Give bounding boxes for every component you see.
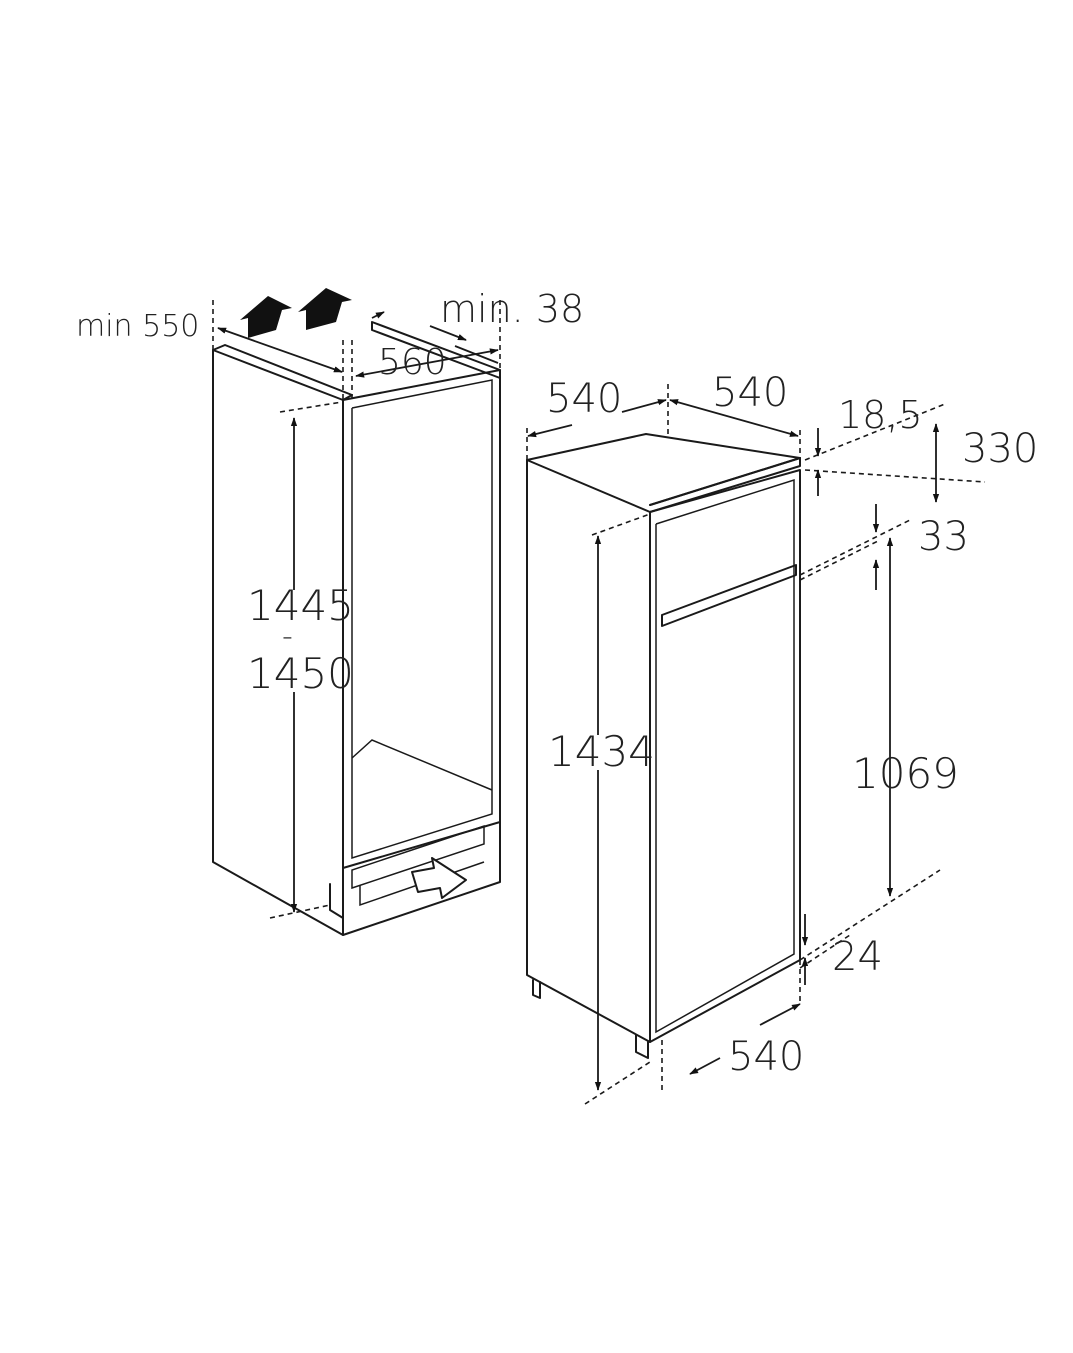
gap-label: 33 — [918, 514, 969, 560]
niche-vent-gap-label: min. 38 — [440, 287, 584, 331]
niche-depth-min-label: min 550 — [76, 309, 199, 344]
appliance-labels: 540 540 18,5 330 33 1069 1434 24 540 — [546, 370, 1038, 1080]
niche-width-label: 560 — [378, 342, 447, 383]
plinth-label: 24 — [832, 934, 883, 980]
niche-height-separator: - — [282, 619, 293, 654]
door-width-label: 540 — [728, 1034, 804, 1080]
lower-door-label: 1069 — [852, 749, 959, 798]
niche-height-label-2: 1450 — [247, 649, 354, 698]
appliance-width-label: 540 — [546, 376, 622, 422]
niche-labels: min 550 min. 38 560 1445 - 1450 — [76, 287, 584, 698]
top-panel-label: 18,5 — [838, 393, 923, 437]
total-height-label: 1434 — [548, 727, 655, 776]
appliance-fridge — [526, 384, 986, 1105]
air-flow-up-arrow-icon — [298, 288, 352, 330]
niche-height-label-1: 1445 — [247, 581, 354, 630]
niche-cabinet — [212, 300, 501, 936]
air-flow-up-arrow-icon — [240, 296, 292, 338]
appliance-depth-label: 540 — [712, 370, 788, 416]
upper-door-label: 330 — [962, 426, 1038, 472]
niche-dimension-lines — [217, 311, 499, 913]
air-intake-arrow-icon — [411, 857, 467, 899]
appliance-dimension-lines — [527, 399, 940, 1091]
